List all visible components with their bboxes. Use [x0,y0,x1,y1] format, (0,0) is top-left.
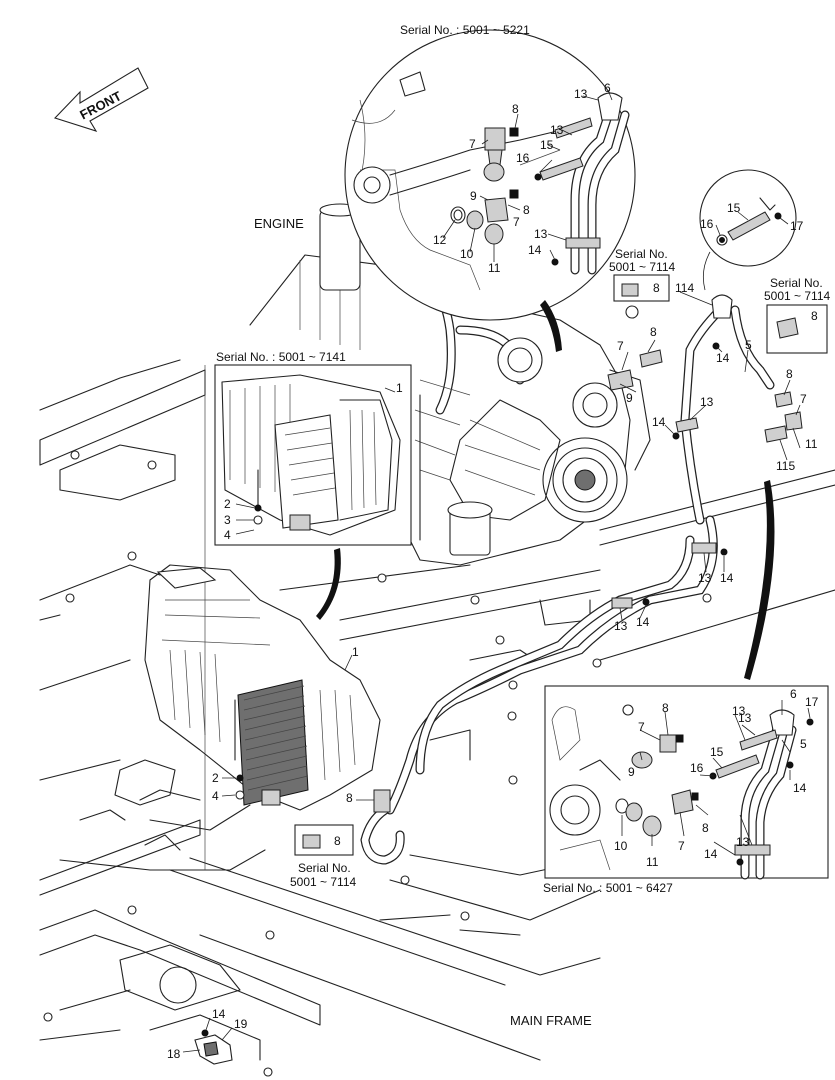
callout-right-13b: 13 [698,571,712,585]
main-frame-structure [39,359,835,1077]
serial-6427-label: Serial No. : 5001 ~ 6427 [543,881,673,895]
callout-right-14c: 14 [720,571,734,585]
callout-circle-13b: 13 [550,123,564,137]
serial-7141-label: Serial No. : 5001 ~ 7141 [216,350,346,364]
callout-box-bottom-8: 8 [334,834,341,848]
callout-circle-12: 12 [433,233,447,247]
callout-detail-16: 16 [700,217,714,231]
callout-bottom-14: 14 [212,1007,226,1021]
callout-right-13a: 13 [700,395,714,409]
right-hose-assembly: 114 8 7 14 5 9 8 7 14 13 11 115 13 14 13… [385,281,818,815]
callout-inset2-7a: 7 [638,720,645,734]
inset-7141: Serial No. : 5001 ~ 7141 1 2 3 4 [204,350,412,870]
callout-right-14a: 14 [716,351,730,365]
air-conditioner-unit: 1 2 4 [144,564,381,811]
callout-inset2-13c: 13 [736,835,750,849]
callout-right-7b: 7 [800,392,807,406]
callout-circle-10: 10 [460,247,474,261]
serial-5221-label: Serial No. : 5001 ~ 5221 [400,23,530,37]
callout-right-14d: 14 [636,615,650,629]
callout-right-115: 115 [776,459,795,473]
callout-circle-7a: 7 [469,137,476,151]
callout-circle-15: 15 [540,138,554,152]
serial-box-7114-bottom: 8 Serial No. 5001 ~ 7114 [290,824,357,889]
callout-inset2-5: 5 [800,737,807,751]
callout-inset2-17: 17 [805,695,819,709]
main-frame-label: MAIN FRAME [510,1013,592,1028]
callout-right-14b: 14 [652,415,666,429]
detail-circle-5221: Serial No. : 5001 ~ 5221 1 [344,23,636,352]
callout-circle-7b: 7 [513,215,520,229]
callout-circle-9: 9 [470,189,477,203]
callout-circle-13c: 13 [534,227,548,241]
callout-inset-1: 1 [396,381,403,395]
callout-inset-2: 2 [224,497,231,511]
serial-no-label-bottom: Serial No. [298,861,351,875]
callout-inset2-15: 15 [710,745,724,759]
callout-box-right-8: 8 [811,309,818,323]
callout-right-5: 5 [745,338,752,352]
callout-circle-6: 6 [604,81,611,95]
bottom-hose-loop: 8 [346,789,405,865]
callout-right-9: 9 [626,391,633,405]
callout-right-13c: 13 [614,619,628,633]
serial-box-7114-right: Serial No. 5001 ~ 7114 8 [764,276,831,354]
callout-bottom-19: 19 [234,1017,248,1031]
callout-circle-8b: 8 [523,203,530,217]
callout-inset2-6: 6 [790,687,797,701]
callout-right-11: 11 [805,437,818,451]
callout-inset2-10: 10 [614,839,628,853]
callout-detail-15: 15 [727,201,741,215]
front-arrow: FRONT [53,67,149,132]
engine-label: ENGINE [254,216,304,231]
callout-circle-11: 11 [488,261,501,275]
callout-circle-14: 14 [528,243,542,257]
callout-inset2-13b: 13 [738,711,752,725]
callout-inset2-9: 9 [628,765,635,779]
callout-inset2-13a: 13 [732,704,746,718]
callout-main-2: 2 [212,771,219,785]
callout-main-8: 8 [346,791,353,805]
bottom-bracket: 14 19 18 [167,1007,248,1065]
serial-box-7114-top: Serial No. 5001 ~ 7114 8 [609,247,676,319]
detail-circle-tube: 15 16 17 [699,169,804,291]
callout-circle-16: 16 [516,151,530,165]
callout-inset2-16: 16 [690,761,704,775]
callout-inset2-11: 11 [646,855,659,869]
callout-right-8a: 8 [650,325,657,339]
serial-range-bottom: 5001 ~ 7114 [290,875,357,889]
callout-main-4: 4 [212,789,219,803]
callout-inset2-7b: 7 [678,839,685,853]
callout-right-7a: 7 [617,339,624,353]
callout-inset2-14b: 14 [704,847,718,861]
callout-inset-4: 4 [224,528,231,542]
serial-range-right: 5001 ~ 7114 [764,289,831,303]
serial-no-label-top: Serial No. [615,247,668,261]
callout-114: 114 [675,281,694,295]
callout-detail-17: 17 [790,219,804,233]
callout-box-top-8: 8 [653,281,660,295]
callout-main-1: 1 [352,645,359,659]
serial-no-label-right: Serial No. [770,276,823,290]
callout-inset2-14a: 14 [793,781,807,795]
callout-inset2-8b: 8 [702,821,709,835]
callout-inset-3: 3 [224,513,231,527]
inset-6427: Serial No. : 5001 ~ 6427 6 17 13 8 [543,685,829,895]
serial-range-top: 5001 ~ 7114 [609,260,676,274]
callout-circle-8a: 8 [512,102,519,116]
callout-circle-13a: 13 [574,87,588,101]
callout-bottom-18: 18 [167,1047,181,1061]
callout-right-8b: 8 [786,367,793,381]
callout-inset2-8a: 8 [662,701,669,715]
